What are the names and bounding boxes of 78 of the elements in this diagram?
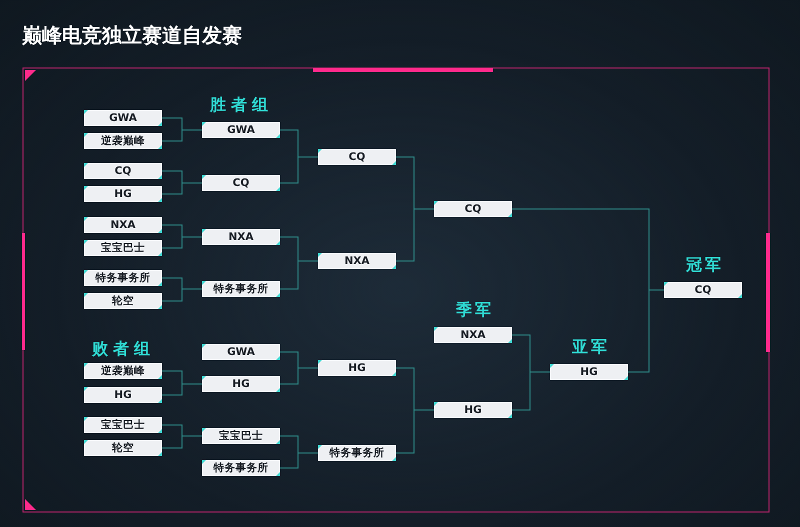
team-name: 轮空 bbox=[112, 294, 134, 308]
team-name: NXA bbox=[110, 219, 136, 231]
team-name: CQ bbox=[232, 177, 250, 189]
bracket-line bbox=[280, 156, 318, 184]
team-box bbox=[84, 240, 162, 256]
team-name: HG bbox=[232, 378, 250, 390]
bracket-line bbox=[280, 260, 318, 290]
team-box bbox=[84, 363, 162, 379]
team-box bbox=[84, 217, 162, 233]
team-name: CQ bbox=[114, 165, 132, 177]
team-box bbox=[318, 253, 396, 269]
team-name: 特务事务所 bbox=[330, 446, 384, 460]
bracket-line bbox=[280, 368, 318, 384]
bracket-line bbox=[162, 288, 202, 302]
team-box bbox=[202, 229, 280, 245]
team-name: HG bbox=[114, 389, 132, 401]
team-name: 宝宝巴士 bbox=[219, 429, 263, 443]
team-box bbox=[318, 445, 396, 461]
team-box bbox=[202, 460, 280, 476]
bracket-line bbox=[162, 236, 202, 248]
team-name: CQ bbox=[348, 151, 366, 163]
team-box bbox=[84, 417, 162, 433]
bracket-line bbox=[628, 290, 664, 372]
bracket-line bbox=[162, 182, 202, 194]
team-name: CQ bbox=[464, 203, 482, 215]
team-box bbox=[318, 360, 396, 376]
team-box bbox=[84, 110, 162, 126]
team-name: GWA bbox=[227, 346, 255, 358]
bracket-line bbox=[162, 384, 202, 396]
team-name: HG bbox=[348, 362, 366, 374]
team-name: 逆袭巅峰 bbox=[101, 364, 145, 378]
team-name: GWA bbox=[109, 112, 137, 124]
team-name: NXA bbox=[460, 329, 486, 341]
team-name: NXA bbox=[344, 255, 370, 267]
team-box bbox=[84, 186, 162, 202]
team-name: NXA bbox=[228, 231, 254, 243]
team-name: 逆袭巅峰 bbox=[101, 134, 145, 148]
team-box bbox=[84, 133, 162, 149]
team-box bbox=[202, 122, 280, 138]
team-box bbox=[202, 175, 280, 191]
team-name: CQ bbox=[694, 284, 712, 296]
placement-heading: 季军 bbox=[456, 301, 494, 319]
team-name: HG bbox=[114, 188, 132, 200]
team-name: 特务事务所 bbox=[96, 271, 150, 285]
bracket-line bbox=[280, 452, 318, 468]
bracket-line bbox=[396, 410, 434, 454]
team-box bbox=[202, 281, 280, 297]
team-name: 宝宝巴士 bbox=[101, 241, 145, 255]
team-box bbox=[434, 327, 512, 343]
team-box bbox=[202, 344, 280, 360]
team-name: HG bbox=[464, 404, 482, 416]
bracket-line bbox=[162, 130, 202, 142]
team-box bbox=[84, 387, 162, 403]
team-name: HG bbox=[580, 366, 598, 378]
team-box bbox=[434, 402, 512, 418]
team-name: 轮空 bbox=[112, 441, 134, 455]
team-name: GWA bbox=[227, 124, 255, 136]
team-box bbox=[550, 364, 628, 380]
team-box bbox=[202, 428, 280, 444]
group-heading: 胜者组 bbox=[210, 96, 273, 114]
group-heading: 败者组 bbox=[92, 340, 155, 358]
bracket-line bbox=[162, 436, 202, 448]
team-box bbox=[84, 270, 162, 286]
placement-heading: 冠军 bbox=[686, 256, 724, 274]
team-box bbox=[84, 163, 162, 179]
team-box bbox=[664, 282, 742, 298]
team-box bbox=[318, 149, 396, 165]
title: 巅峰电竞独立赛道自发赛 bbox=[22, 22, 242, 49]
team-box bbox=[202, 376, 280, 392]
team-box bbox=[434, 201, 512, 217]
team-name: 宝宝巴士 bbox=[101, 418, 145, 432]
team-box bbox=[84, 293, 162, 309]
team-box bbox=[84, 440, 162, 456]
team-name: 特务事务所 bbox=[214, 461, 268, 475]
team-name: 特务事务所 bbox=[214, 282, 268, 296]
bracket-line bbox=[396, 208, 434, 262]
bracket-line bbox=[512, 372, 550, 410]
placement-heading: 亚军 bbox=[572, 338, 610, 356]
